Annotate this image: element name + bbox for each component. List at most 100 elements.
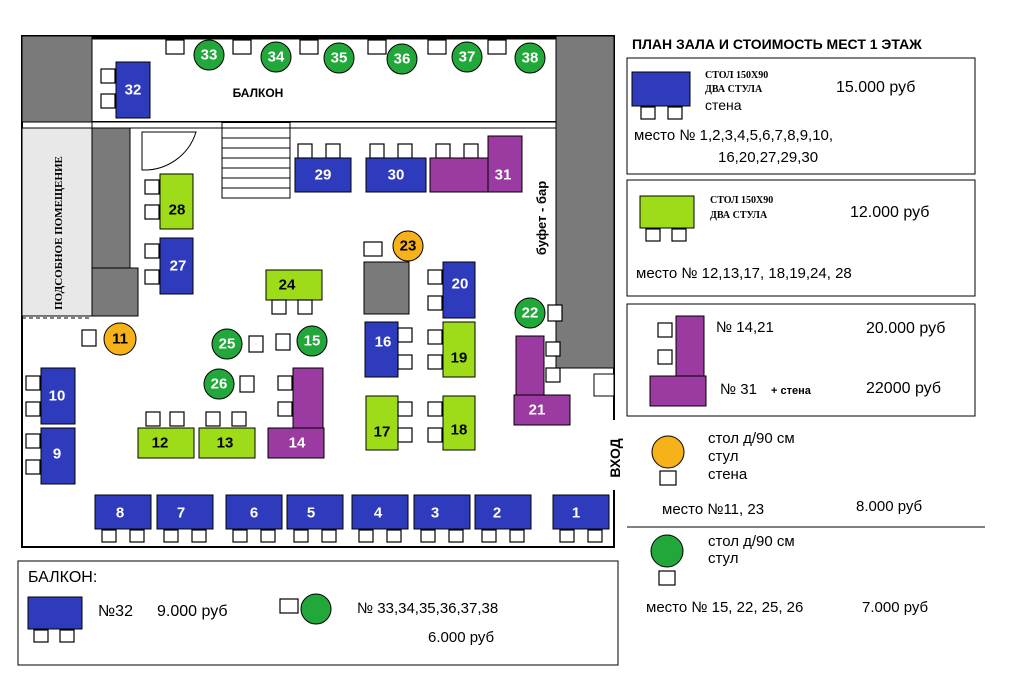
table-12[interactable]: 12 bbox=[137, 411, 195, 459]
table-3[interactable]: 3 bbox=[413, 494, 471, 543]
table-34[interactable]: 34 bbox=[232, 39, 292, 73]
table-22[interactable]: 22 bbox=[514, 297, 563, 329]
legend-blue: СТОЛ 150Х90 ДВА СТУЛА стена 15.000 руб м… bbox=[626, 57, 976, 175]
svg-text:2: 2 bbox=[493, 505, 501, 522]
table-7[interactable]: 7 bbox=[156, 494, 214, 543]
table-4[interactable]: 4 bbox=[351, 494, 409, 543]
table-2[interactable]: 2 bbox=[474, 494, 532, 543]
svg-text:11: 11 bbox=[112, 331, 128, 348]
svg-text:37: 37 bbox=[459, 49, 476, 66]
table-21[interactable]: 21 bbox=[513, 335, 571, 426]
svg-text:6.000 руб: 6.000 руб bbox=[428, 629, 494, 646]
table-5[interactable]: 5 bbox=[286, 494, 344, 543]
table-1[interactable]: 1 bbox=[552, 494, 610, 543]
balcony-label: БАЛКОН bbox=[233, 86, 284, 100]
svg-text:24: 24 bbox=[279, 277, 296, 294]
svg-text:8.000 руб: 8.000 руб bbox=[856, 498, 922, 515]
table-37[interactable]: 37 bbox=[427, 39, 483, 73]
bar-label: буфет - бар bbox=[534, 181, 549, 255]
table-17[interactable]: 17 bbox=[365, 395, 413, 451]
table-8[interactable]: 8 bbox=[94, 494, 152, 543]
svg-text:31: 31 bbox=[495, 167, 512, 184]
svg-text:15.000 руб: 15.000 руб bbox=[836, 79, 915, 96]
svg-text:38: 38 bbox=[522, 50, 539, 67]
utility-room bbox=[21, 127, 93, 317]
table-11[interactable]: 11 bbox=[81, 322, 137, 356]
svg-text:4: 4 bbox=[374, 505, 383, 522]
svg-text:стол д/90 см: стол д/90 см bbox=[708, 533, 795, 550]
svg-text:22: 22 bbox=[522, 305, 539, 322]
svg-text:12: 12 bbox=[152, 435, 169, 452]
table-27[interactable]: 27 bbox=[144, 237, 194, 295]
svg-text:1: 1 bbox=[572, 505, 580, 522]
table-32[interactable]: 32 bbox=[100, 61, 151, 119]
stairs bbox=[221, 127, 291, 199]
table-26[interactable]: 26 bbox=[203, 368, 255, 400]
svg-text:16,20,27,29,30: 16,20,27,29,30 bbox=[718, 149, 818, 166]
table-36[interactable]: 36 bbox=[367, 39, 418, 75]
table-15[interactable]: 15 bbox=[275, 325, 328, 357]
svg-text:стул: стул bbox=[708, 448, 738, 465]
svg-text:9.000 руб: 9.000 руб bbox=[157, 603, 228, 620]
table-23[interactable]: 23 bbox=[363, 230, 424, 315]
svg-text:30: 30 bbox=[388, 167, 405, 184]
wall-top-left bbox=[21, 35, 93, 123]
svg-text:№ 14,21: № 14,21 bbox=[716, 319, 774, 336]
door-icon bbox=[141, 131, 197, 171]
svg-text:19: 19 bbox=[451, 350, 468, 367]
table-28[interactable]: 28 bbox=[144, 173, 194, 230]
svg-text:16: 16 bbox=[375, 334, 392, 351]
svg-text:стол д/90 см: стол д/90 см bbox=[708, 430, 795, 447]
svg-text:14: 14 bbox=[289, 435, 306, 452]
table-35[interactable]: 35 bbox=[299, 39, 355, 74]
svg-text:21: 21 bbox=[529, 402, 546, 419]
svg-text:6: 6 bbox=[250, 505, 258, 522]
table-29[interactable]: 29 bbox=[294, 143, 352, 193]
svg-text:22000 руб: 22000 руб bbox=[866, 380, 941, 397]
svg-text:20.000 руб: 20.000 руб bbox=[866, 320, 945, 337]
svg-text:место № 1,2,3,4,5,6,7,8,9,10,: место № 1,2,3,4,5,6,7,8,9,10, bbox=[634, 127, 833, 144]
table-9[interactable]: 9 bbox=[25, 427, 76, 485]
svg-text:№ 33,34,35,36,37,38: № 33,34,35,36,37,38 bbox=[357, 600, 498, 617]
svg-text:7: 7 bbox=[177, 505, 185, 522]
table-6[interactable]: 6 bbox=[225, 494, 283, 543]
table-14[interactable]: 14 bbox=[267, 367, 325, 459]
svg-text:10: 10 bbox=[49, 388, 66, 405]
bar-counter bbox=[555, 35, 615, 369]
table-19[interactable]: 19 bbox=[427, 321, 476, 378]
table-33[interactable]: 33 bbox=[165, 39, 225, 71]
svg-text:12.000 руб: 12.000 руб bbox=[850, 204, 929, 221]
table-13[interactable]: 13 bbox=[198, 411, 256, 459]
svg-text:стена: стена bbox=[705, 97, 742, 113]
table-30[interactable]: 30 bbox=[365, 143, 427, 193]
svg-text:33: 33 bbox=[201, 47, 218, 64]
table-10[interactable]: 10 bbox=[25, 367, 76, 425]
svg-text:36: 36 bbox=[394, 51, 411, 68]
svg-text:29: 29 bbox=[315, 167, 332, 184]
svg-text:место № 12,13,17, 18,19,24, 28: место № 12,13,17, 18,19,24, 28 bbox=[636, 265, 852, 282]
svg-text:№ 31: № 31 bbox=[720, 381, 757, 398]
table-25[interactable]: 25 bbox=[211, 328, 264, 360]
table-20[interactable]: 20 bbox=[427, 261, 476, 319]
svg-text:3: 3 bbox=[431, 505, 439, 522]
entrance-label: ВХОД bbox=[607, 438, 623, 477]
svg-text:28: 28 bbox=[169, 202, 186, 219]
table-16[interactable]: 16 bbox=[364, 321, 413, 378]
svg-text:9: 9 bbox=[53, 446, 61, 463]
table-31[interactable]: 31 bbox=[429, 135, 523, 193]
svg-text:стена: стена bbox=[708, 466, 748, 483]
svg-text:32: 32 bbox=[125, 82, 142, 99]
svg-text:18: 18 bbox=[451, 422, 468, 439]
svg-text:34: 34 bbox=[268, 49, 285, 66]
table-24[interactable]: 24 bbox=[265, 269, 323, 315]
legend-green: СТОЛ 150Х90 ДВА СТУЛА 12.000 руб место №… bbox=[626, 179, 976, 297]
table-18[interactable]: 18 bbox=[427, 395, 476, 451]
legend-orange: стол д/90 см стул стена место №11, 23 8.… bbox=[627, 430, 985, 528]
svg-text:№32: №32 bbox=[98, 603, 133, 620]
svg-text:15: 15 bbox=[304, 333, 321, 350]
table-38[interactable]: 38 bbox=[487, 39, 546, 74]
svg-text:27: 27 bbox=[170, 258, 187, 275]
svg-text:стул: стул bbox=[708, 550, 738, 567]
svg-text:17: 17 bbox=[374, 424, 391, 441]
